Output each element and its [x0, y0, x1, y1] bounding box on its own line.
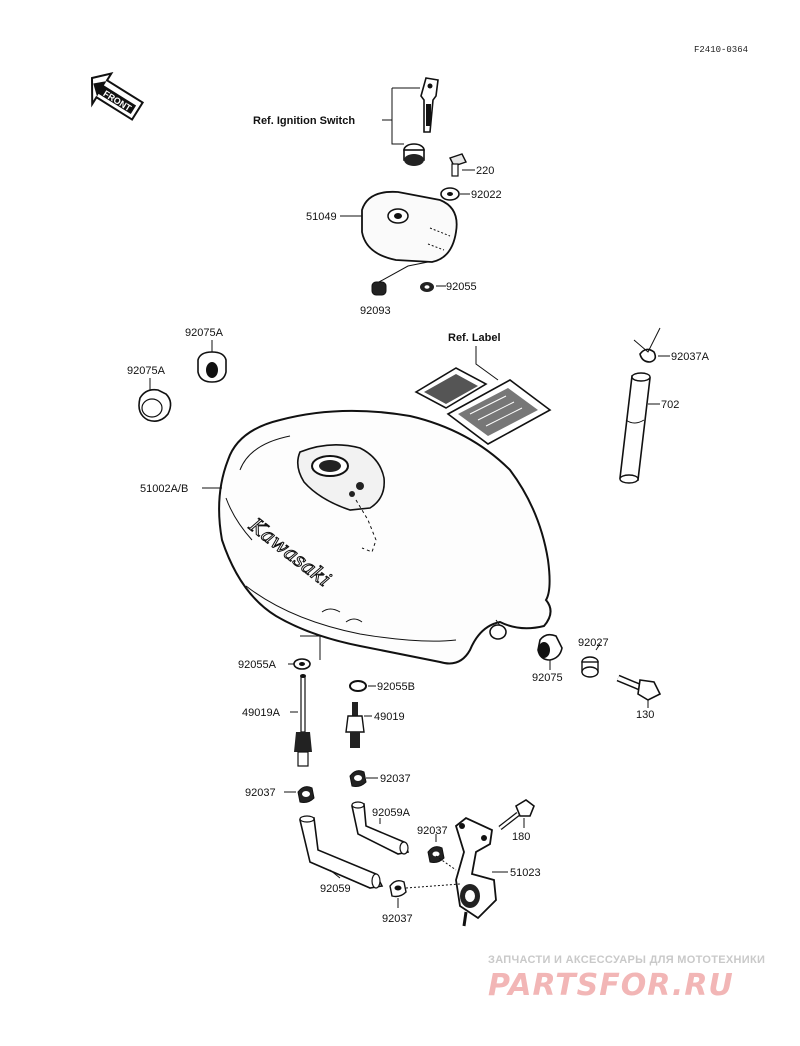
label-92037-left: 92037 [245, 787, 276, 799]
label-180: 180 [512, 831, 530, 843]
fuel-tank-51002ab [218, 409, 552, 665]
label-92037-bottom: 92037 [382, 913, 413, 925]
washer-92055 [420, 282, 434, 292]
collar-92027 [581, 656, 599, 678]
screw-180 [498, 799, 535, 830]
washer-92055a [293, 658, 311, 670]
label-49019: 49019 [374, 711, 405, 723]
clip-92037a [639, 348, 657, 363]
hose-92059 [299, 815, 384, 889]
fuel-cock-51023 [405, 816, 497, 927]
label-92055a: 92055A [238, 659, 277, 671]
ignition-key [420, 77, 439, 133]
sender-49019 [345, 702, 365, 748]
front-arrow-icon: FRONT [90, 72, 145, 121]
hose-92059a [351, 801, 410, 855]
label-51002ab: 51002A/B [140, 483, 188, 495]
label-92059: 92059 [320, 883, 351, 895]
ref-ignition-switch-label: Ref. Ignition Switch [253, 115, 355, 127]
watermark-brand: PARTSFOR.RU [488, 968, 734, 1003]
label-92055b: 92055B [377, 681, 415, 693]
label-decal-2 [446, 379, 552, 445]
label-702: 702 [661, 399, 679, 411]
label-92037-valve: 92037 [417, 825, 448, 837]
clip-92037-mid [349, 770, 367, 787]
ref-label-label: Ref. Label [448, 332, 501, 344]
watermark-tagline: ЗАПЧАСТИ И АКСЕССУАРЫ ДЛЯ МОТОТЕХНИКИ [488, 954, 765, 966]
label-92075: 92075 [532, 672, 563, 684]
bolt-130 [616, 674, 662, 701]
label-decal-1 [414, 367, 488, 409]
label-92037a: 92037A [671, 351, 710, 363]
screw-220 [449, 153, 467, 177]
label-92059a: 92059A [372, 807, 411, 819]
damper-92075 [537, 633, 563, 661]
clip-92037-valve [427, 846, 445, 863]
tank-cap-cover-51049 [361, 190, 458, 263]
label-92075a-top: 92075A [185, 327, 224, 339]
clip-92037-bottom [389, 879, 407, 898]
diagram-code: F2410-0364 [694, 45, 748, 55]
damper-92075a-top [197, 351, 227, 383]
label-92093: 92093 [360, 305, 391, 317]
label-49019a: 49019A [242, 707, 281, 719]
hose-702 [619, 372, 651, 484]
label-51049: 51049 [306, 211, 337, 223]
sender-49019a [294, 674, 312, 767]
washer-92022 [440, 187, 460, 201]
label-92022: 92022 [471, 189, 502, 201]
label-92037-mid: 92037 [380, 773, 411, 785]
label-130: 130 [636, 709, 654, 721]
label-92027: 92027 [578, 637, 609, 649]
label-92055: 92055 [446, 281, 477, 293]
damper-92075a-left [138, 388, 172, 422]
clip-92037-left [297, 786, 315, 803]
label-51023: 51023 [510, 867, 541, 879]
label-92075a-left: 92075A [127, 365, 166, 377]
washer-92055b [349, 680, 367, 692]
grommet-92093 [371, 281, 387, 296]
ignition-switch-cylinder [403, 143, 425, 166]
label-220: 220 [476, 165, 494, 177]
